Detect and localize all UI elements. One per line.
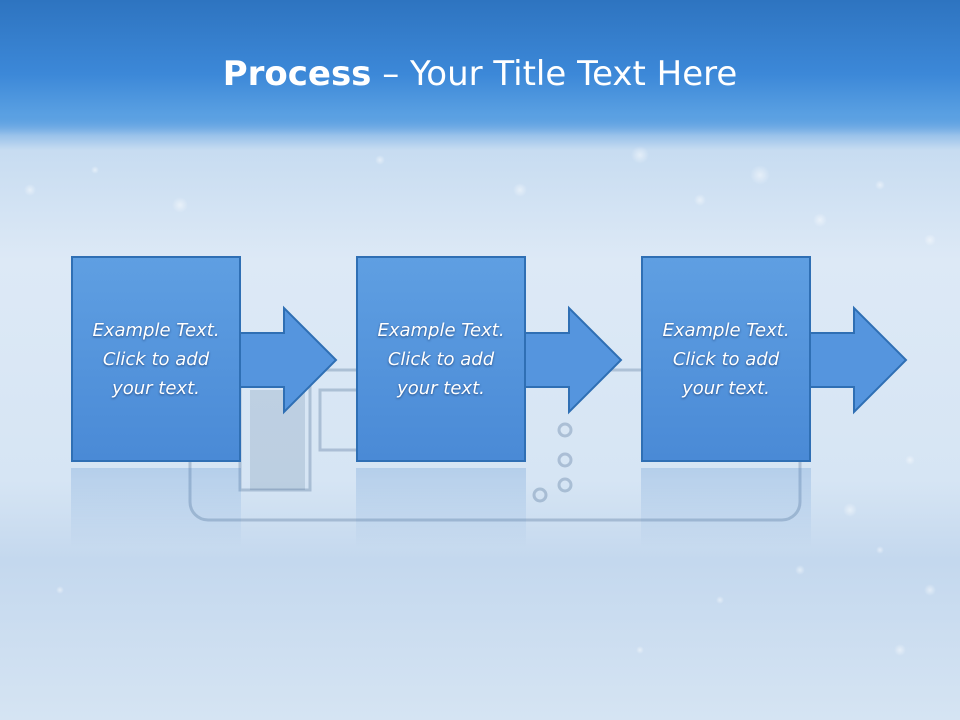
slide-title[interactable]: Process – Your Title Text Here xyxy=(0,52,960,96)
title-bold: Process xyxy=(222,54,372,94)
arrow-1 xyxy=(240,305,338,415)
step-box-1[interactable]: Example Text. Click to add your text. xyxy=(71,256,241,462)
title-rest: – Your Title Text Here xyxy=(371,54,738,94)
title-bar xyxy=(0,0,960,135)
step-box-2[interactable]: Example Text. Click to add your text. xyxy=(356,256,526,462)
step-3-text: Example Text. Click to add your text. xyxy=(662,319,790,399)
arrow-3 xyxy=(810,305,908,415)
reflection xyxy=(71,468,811,548)
step-1-text: Example Text. Click to add your text. xyxy=(92,319,220,399)
step-2-text: Example Text. Click to add your text. xyxy=(377,319,505,399)
arrow-2 xyxy=(525,305,623,415)
step-box-3[interactable]: Example Text. Click to add your text. xyxy=(641,256,811,462)
